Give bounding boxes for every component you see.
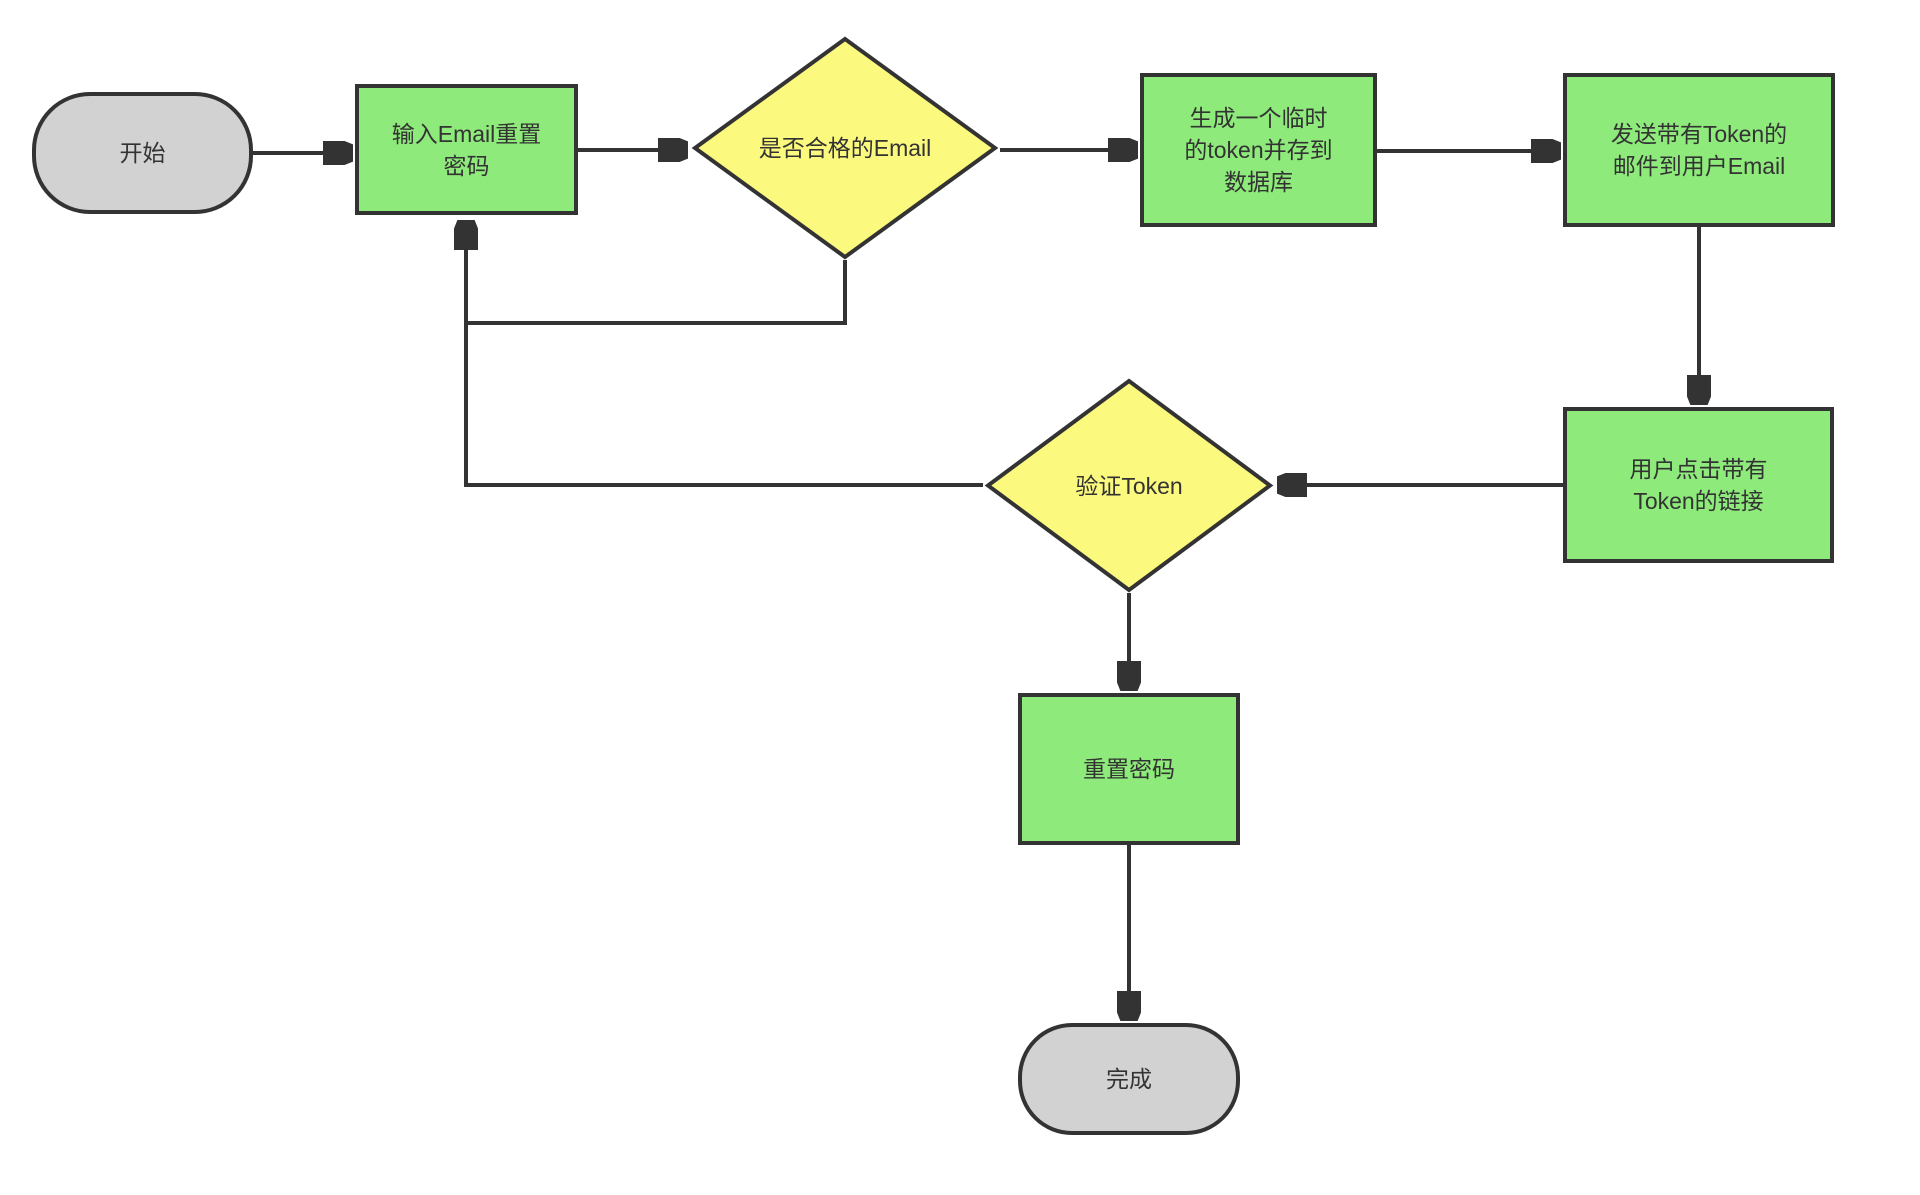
node-input-email-label: 输入Email重置 密码: [391, 120, 542, 179]
node-start-label: 开始: [119, 140, 166, 166]
node-done-label: 完成: [1106, 1066, 1152, 1092]
node-click-link-label: 用户点击带有 Token的链接: [1629, 456, 1768, 514]
node-verify-token[interactable]: 验证Token: [983, 378, 1275, 593]
diamond-shape: [691, 36, 999, 260]
node-reset-password-label: 重置密码: [1083, 756, 1175, 782]
node-reset-password[interactable]: 重置密码: [1018, 693, 1240, 845]
node-click-link[interactable]: 用户点击带有 Token的链接: [1563, 407, 1834, 563]
edge-verify-loop-to-input: [464, 321, 983, 487]
node-valid-email[interactable]: 是否合格的Email: [690, 36, 1000, 260]
node-start[interactable]: 开始: [32, 92, 253, 214]
diamond-polygon: [984, 378, 1274, 593]
node-generate-token-label: 生成一个临时 的token并存到 数据库: [1184, 105, 1333, 195]
node-send-email-label: 发送带有Token的 邮件到用户Email: [1610, 121, 1788, 179]
diamond-polygon: [691, 36, 999, 260]
node-input-email[interactable]: 输入Email重置 密码: [355, 84, 578, 215]
node-done[interactable]: 完成: [1018, 1023, 1240, 1135]
diamond-shape: [984, 378, 1274, 593]
node-generate-token[interactable]: 生成一个临时 的token并存到 数据库: [1140, 73, 1377, 227]
node-send-email[interactable]: 发送带有Token的 邮件到用户Email: [1563, 73, 1835, 227]
